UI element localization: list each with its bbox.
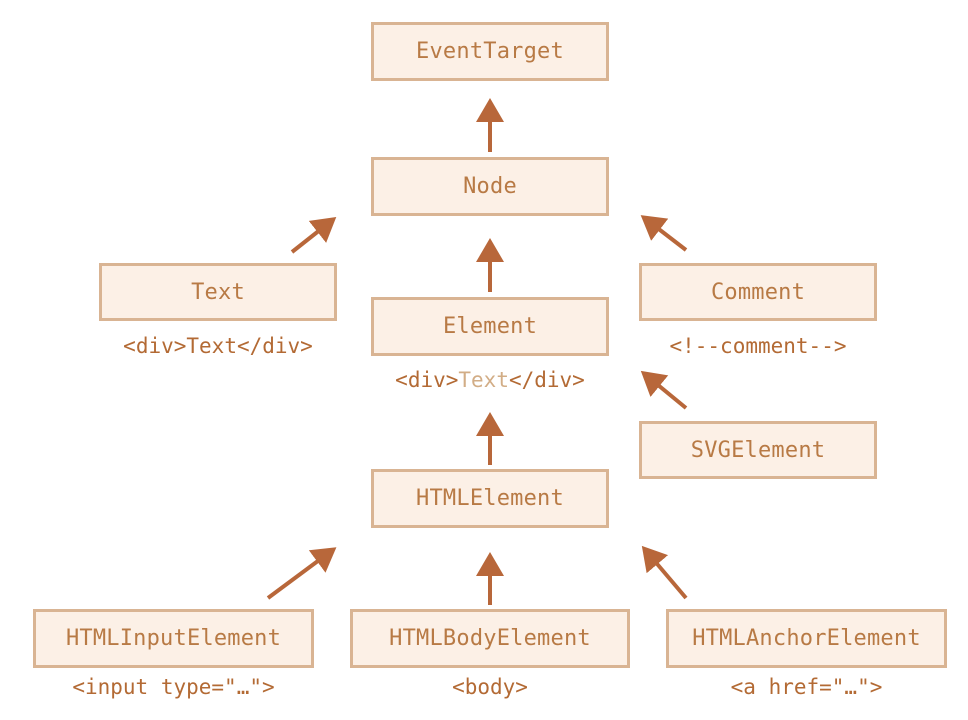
node-box: Node xyxy=(371,157,609,216)
arrow-comment-to-node xyxy=(640,215,688,252)
element-caption-close: </div> xyxy=(508,368,585,392)
htmlanchorelement-box: HTMLAnchorElement xyxy=(666,609,947,668)
arrow-svgelement-to-element xyxy=(640,370,688,410)
comment-caption: <!--comment--> xyxy=(669,334,847,358)
element-caption: <div>Text</div> xyxy=(351,368,629,392)
eventtarget-box: EventTarget xyxy=(371,22,609,81)
element-caption-open: <div> xyxy=(395,368,459,392)
htmlbodyelement-box: HTMLBodyElement xyxy=(350,609,630,668)
element-caption-text: Text xyxy=(458,368,509,392)
htmlinputelement-caption: <input type="…"> xyxy=(72,675,275,699)
text-box: Text xyxy=(99,263,337,321)
comment-box: Comment xyxy=(639,263,877,321)
arrow-htmlinputelement-to-htmlelement xyxy=(266,547,337,600)
arrow-htmlanchorelement-to-htmlelement xyxy=(641,545,688,600)
text-caption: <div>Text</div> xyxy=(123,334,313,358)
htmlelement-box: HTMLElement xyxy=(371,469,609,528)
htmlbodyelement-caption: <body> xyxy=(452,675,528,699)
svgelement-box: SVGElement xyxy=(639,421,877,479)
htmlinputelement-box: HTMLInputElement xyxy=(33,609,314,668)
htmlanchorelement-caption: <a href="…"> xyxy=(730,675,883,699)
element-box: Element xyxy=(371,297,609,356)
arrow-text-to-node xyxy=(290,217,337,254)
